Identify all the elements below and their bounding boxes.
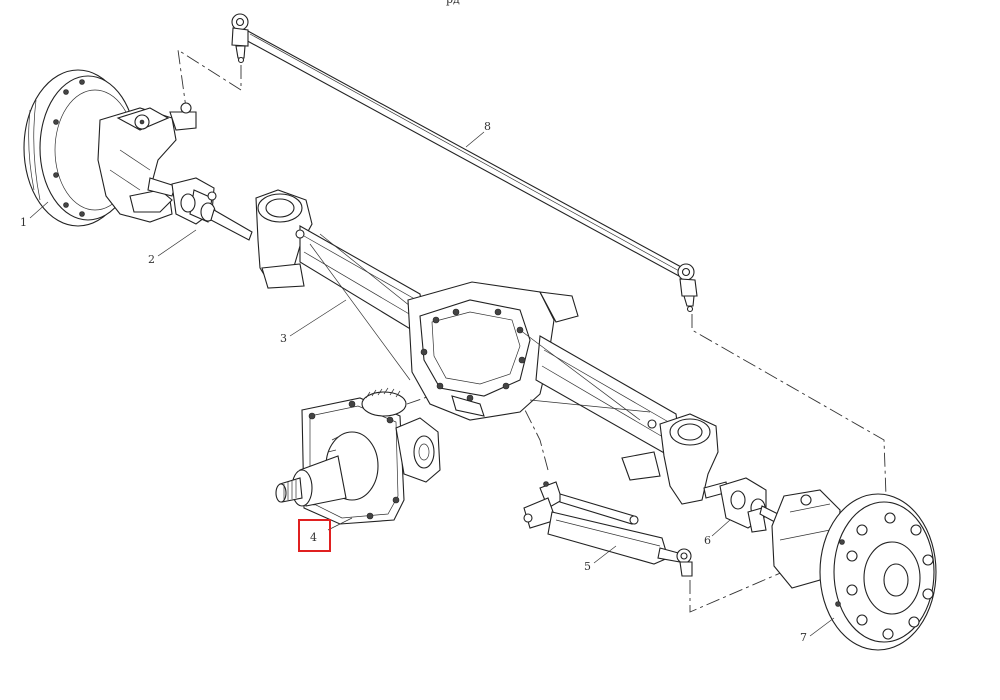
assembly-center-lines xyxy=(177,49,887,613)
part-4-differential xyxy=(275,387,441,525)
callout-5: 5 xyxy=(584,560,591,573)
part-5-steering-cylinder xyxy=(523,481,693,577)
callout-2: 2 xyxy=(148,253,155,266)
part-3-axle-housing xyxy=(255,189,719,505)
part-1-left-hub xyxy=(23,69,197,227)
part-8-tie-rod xyxy=(231,13,698,313)
part-7-right-hub xyxy=(771,489,937,651)
callout-labels: 1 2 3 4 5 6 7 8 xyxy=(20,120,807,644)
callout-leader-lines xyxy=(29,131,835,637)
callout-8: 8 xyxy=(484,120,491,133)
callout-4-highlight-box xyxy=(298,519,331,552)
caption-fragment: pд xyxy=(446,0,460,6)
callout-1: 1 xyxy=(20,216,27,229)
callout-4: 4 xyxy=(310,531,317,544)
part-2-left-drive-shaft xyxy=(147,177,253,241)
callout-3: 3 xyxy=(280,332,287,345)
callout-7: 7 xyxy=(800,631,807,644)
callout-6: 6 xyxy=(704,534,711,547)
